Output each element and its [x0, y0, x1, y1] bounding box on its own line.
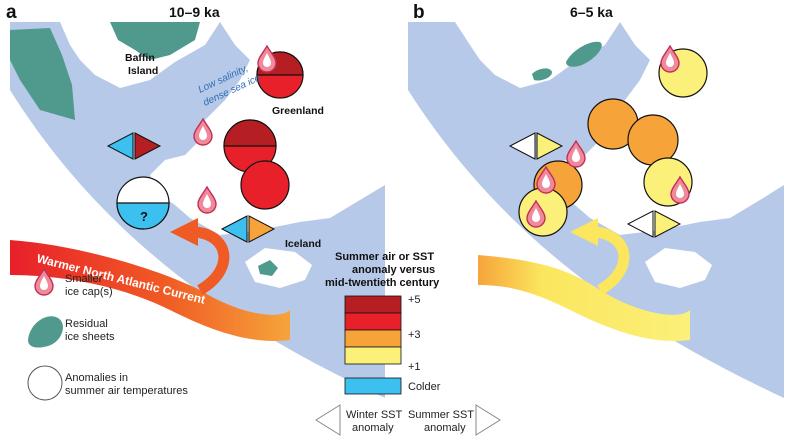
sst-triangles-west-b — [508, 132, 564, 160]
current-return-arrow — [194, 226, 230, 295]
unknown-mark: ? — [140, 209, 148, 224]
scale-title-3: mid-twentieth century — [325, 277, 440, 289]
legend-ice-sheet-icon — [28, 316, 63, 348]
anomaly-circle-south-a — [240, 160, 290, 210]
ice-sheet-b-2 — [532, 68, 552, 81]
winter-sst-label-1: Winter SST — [346, 409, 403, 421]
panel-a: Warmer North Atlantic Current ? — [6, 2, 385, 398]
baffin-island-label-2: Island — [128, 65, 158, 77]
panel-b-title: 6–5 ka — [570, 4, 613, 20]
color-scale: Summer air or SST anomaly versus mid-twe… — [325, 251, 441, 395]
legend: Smaller ice cap(s) Residual ice sheets A… — [27, 268, 188, 401]
panel-b-current-band — [478, 255, 690, 341]
scale-title-1: Summer air or SST — [335, 251, 434, 263]
legend-ice-cap-line2: ice cap(s) — [65, 286, 113, 298]
legend-ice-sheets-line1: Residual — [65, 318, 108, 330]
scale-label-colder: Colder — [408, 381, 441, 393]
ice-sheet-north-a — [110, 22, 200, 60]
panel-b-letter: b — [413, 2, 425, 23]
greenland-label: Greenland — [272, 105, 324, 117]
scale-label-plus1: +1 — [408, 361, 421, 373]
panel-b: b 6–5 ka — [408, 2, 784, 398]
anomaly-circle-mid-a — [223, 119, 277, 173]
sst-triangles-iceland-b — [626, 210, 682, 238]
ice-sheet-b-1 — [566, 41, 602, 67]
legend-anomalies-line2: summer air temperatures — [65, 385, 188, 397]
sst-triangles-west-a — [106, 132, 162, 160]
winter-sst-icon — [315, 404, 341, 436]
panel-b-arrowhead — [570, 218, 598, 246]
iceland-land — [245, 248, 312, 288]
legend-anomalies-line1: Anomalies in — [65, 372, 128, 384]
anomaly-circle-west-a: ? — [116, 176, 170, 230]
sst-triangles-iceland-a — [220, 215, 276, 243]
iceland-label: Iceland — [285, 238, 321, 250]
anomaly-circle-b-2 — [627, 114, 679, 166]
summer-sst-label-1: Summer SST — [408, 409, 474, 421]
panel-b-return-arrow — [594, 226, 630, 295]
scale-title-2: anomaly versus — [352, 264, 435, 276]
scale-label-plus5: +5 — [408, 294, 421, 306]
panel-a-letter: a — [6, 2, 17, 23]
summer-sst-label-2: anomaly — [424, 422, 466, 434]
baffin-island-label-1: Baffin — [125, 52, 155, 64]
summer-sst-icon — [475, 404, 501, 436]
panel-b-iceland-land — [645, 248, 712, 288]
scale-label-plus3: +3 — [408, 329, 421, 341]
scale-swatch-plus3 — [344, 329, 402, 348]
winter-sst-label-2: anomaly — [352, 422, 394, 434]
sst-legend: Winter SST anomaly Summer SST anomaly — [315, 404, 501, 436]
ice-sheet-iceland-a — [258, 260, 278, 276]
legend-anomaly-circle — [27, 365, 63, 401]
scale-swatch-colder — [344, 377, 402, 395]
panel-a-title: 10–9 ka — [169, 4, 220, 20]
scale-swatch-plus2 — [344, 346, 402, 365]
panel-b-baffin-land — [455, 22, 620, 88]
north-atlantic-current-band — [10, 240, 290, 341]
current-arrowhead — [170, 218, 198, 246]
scale-swatch-plus4 — [344, 312, 402, 331]
legend-ice-cap-line1: Smaller — [65, 273, 103, 285]
ice-sheet-west-a — [10, 28, 75, 120]
legend-ice-sheets-line2: ice sheets — [65, 331, 115, 343]
scale-swatch-plus5 — [344, 295, 402, 314]
